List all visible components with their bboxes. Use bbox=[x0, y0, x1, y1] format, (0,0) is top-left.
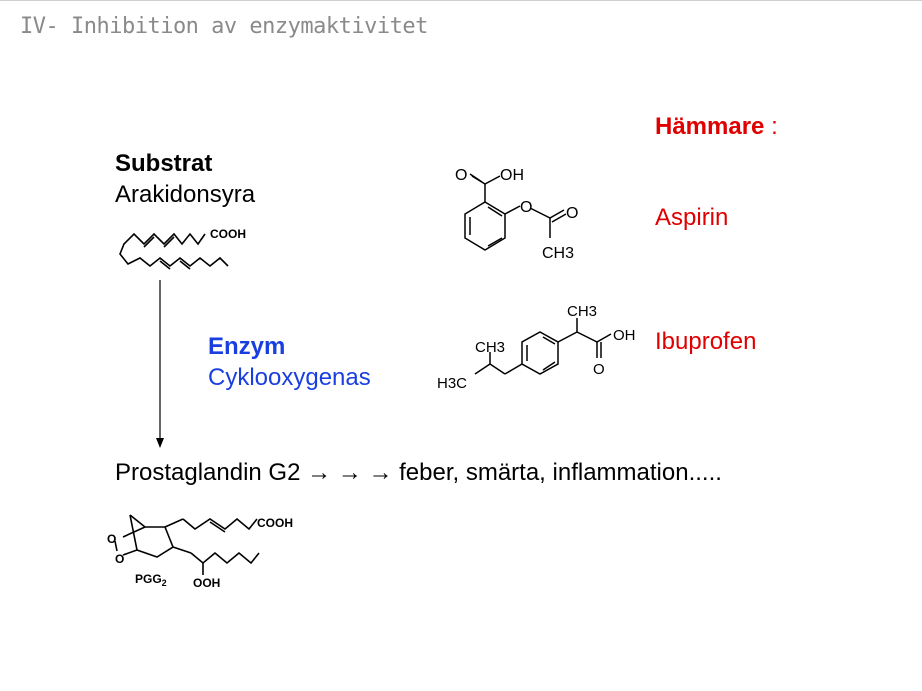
pgg2-o1: O bbox=[107, 532, 116, 546]
inhibitors-heading: Hämmare : bbox=[655, 113, 778, 141]
pgg2-o2: O bbox=[115, 552, 124, 566]
aspirin-ch3: CH3 bbox=[542, 245, 574, 262]
ibuprofen-ch3-top: CH3 bbox=[567, 303, 597, 320]
aspirin-o-ester: O bbox=[566, 205, 578, 222]
ibuprofen-oh: OH bbox=[613, 327, 636, 344]
enzyme-name: Cyklooxygenas bbox=[208, 364, 371, 391]
arachidonic-acid-structure: COOH bbox=[119, 227, 246, 270]
enzyme-heading: Enzym bbox=[208, 333, 286, 360]
product-line: Prostaglandin G2 → → → feber, smärta, in… bbox=[115, 459, 722, 486]
aspirin-o-top: O bbox=[455, 167, 467, 184]
inhibitor-ibuprofen: Ibuprofen bbox=[655, 328, 757, 355]
ibuprofen-structure: CH3 OH O CH3 H3C bbox=[437, 303, 636, 392]
inhibitor-aspirin: Aspirin bbox=[655, 204, 729, 231]
slide-title: IV- Inhibition av enzymaktivitet bbox=[20, 14, 428, 39]
pgg2-label-subscript: 2 bbox=[162, 578, 167, 588]
ibuprofen-h3c: H3C bbox=[437, 375, 467, 392]
ibuprofen-ch3-iso: CH3 bbox=[475, 339, 505, 356]
pgg2-label: PGG2 bbox=[135, 572, 167, 588]
pgg2-label-main: PGG bbox=[135, 572, 162, 586]
pgg2-ooh: OOH bbox=[193, 576, 220, 590]
reaction-arrow bbox=[156, 280, 164, 448]
substrate-name: Arakidonsyra bbox=[115, 181, 256, 208]
aspirin-structure: O OH O O CH3 bbox=[455, 167, 578, 262]
inhibitors-heading-label: Hämmare bbox=[655, 113, 765, 140]
aspirin-o-ring: O bbox=[520, 199, 532, 216]
inhibitors-heading-colon: : bbox=[764, 113, 778, 140]
aspirin-oh: OH bbox=[500, 167, 524, 184]
substrate-cooh-label: COOH bbox=[210, 227, 246, 241]
pgg2-cooh: COOH bbox=[257, 516, 293, 530]
pgg2-structure: O O COOH PGG2 OOH bbox=[107, 514, 293, 590]
substrate-heading: Substrat bbox=[115, 150, 213, 177]
ibuprofen-o: O bbox=[593, 361, 605, 378]
top-border bbox=[0, 0, 922, 1]
